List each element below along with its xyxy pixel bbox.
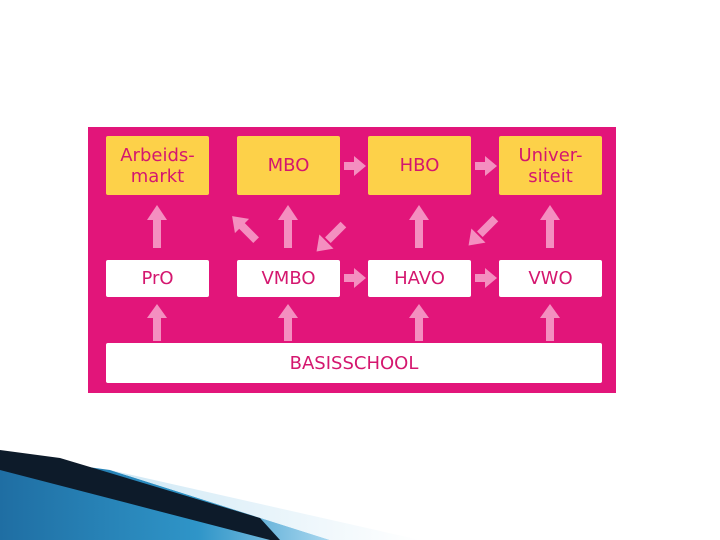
decorative-corner-swoosh bbox=[0, 0, 720, 540]
